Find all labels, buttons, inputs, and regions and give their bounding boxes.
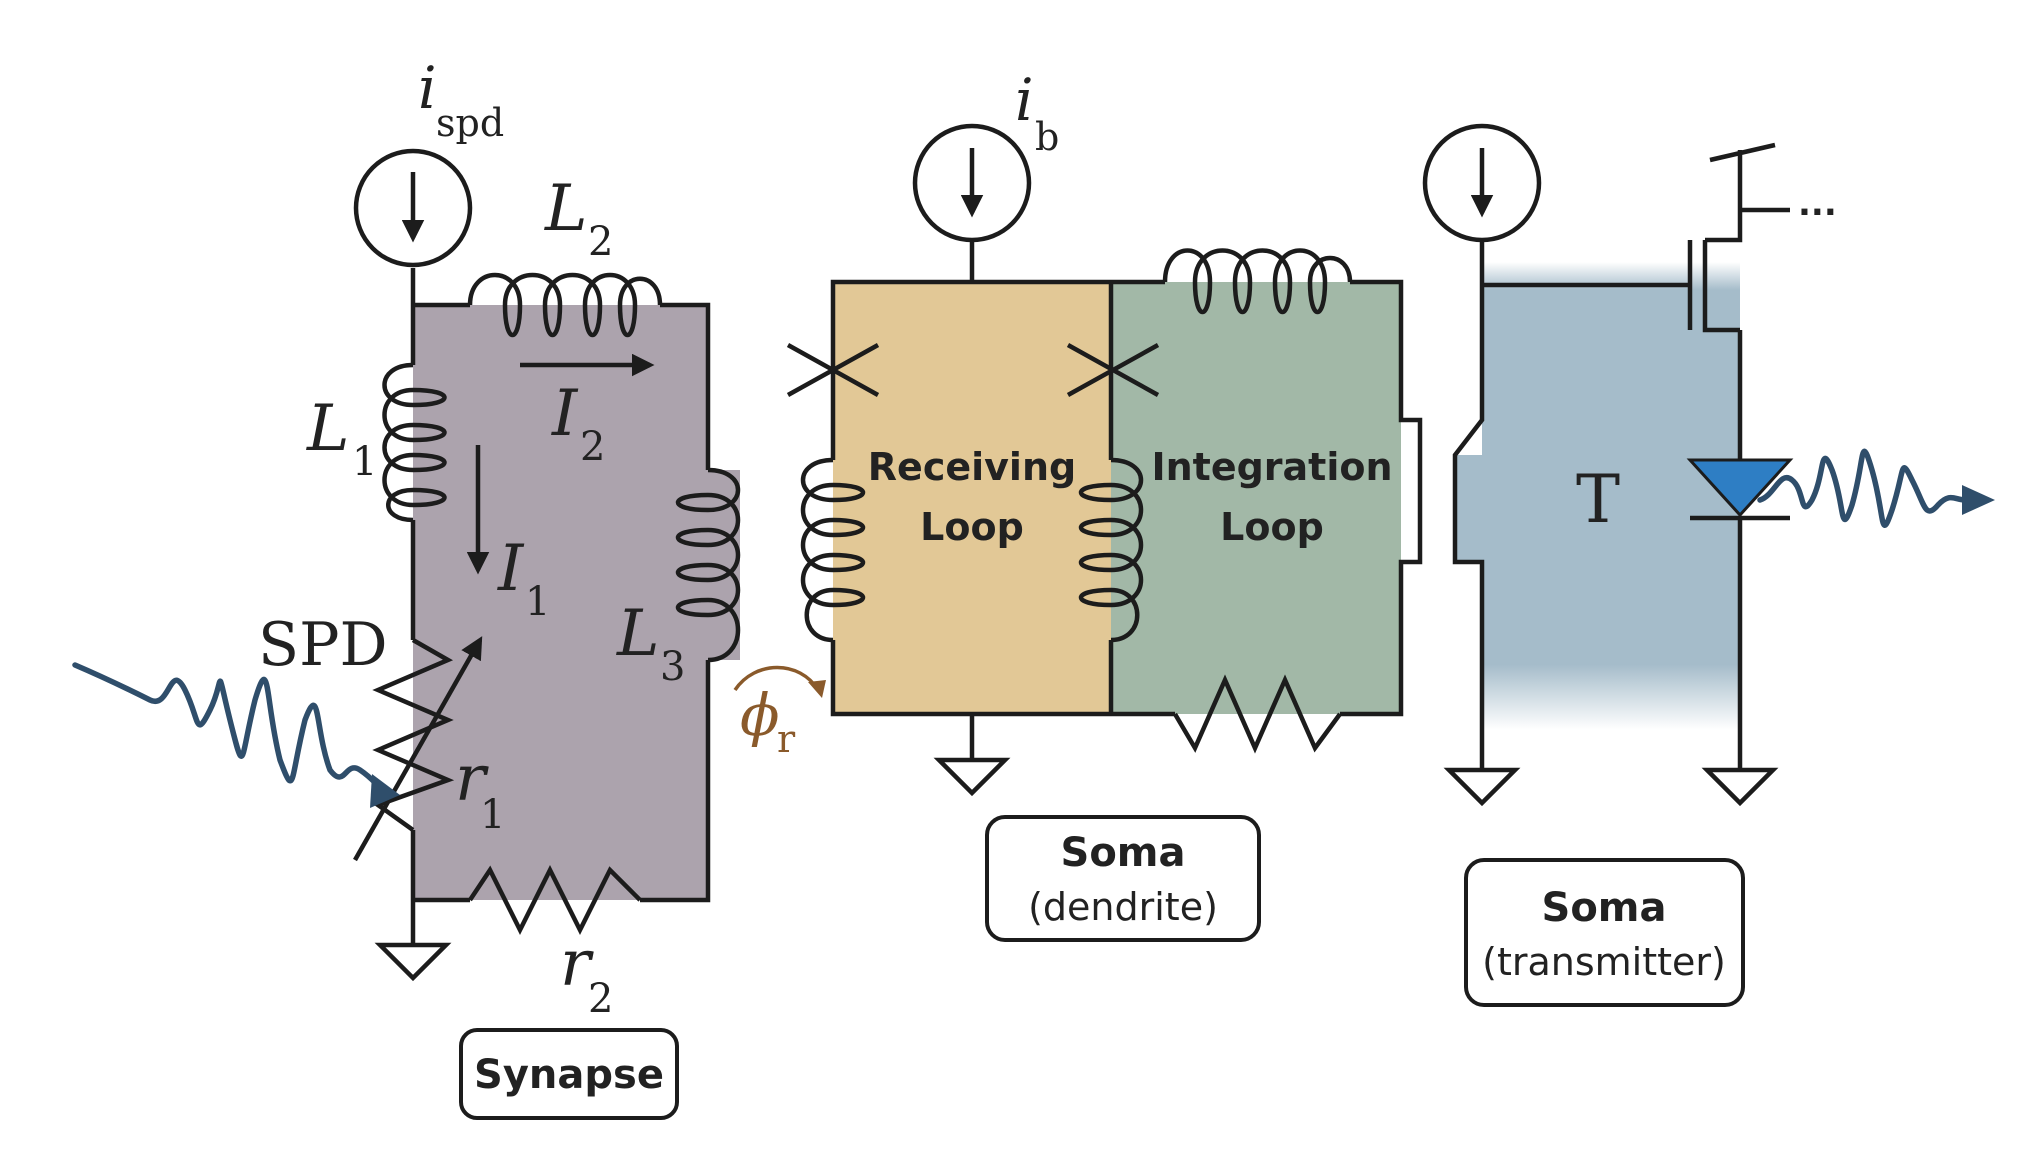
label-ib-sub: b: [1035, 115, 1059, 159]
label-ellipsis: ...: [1798, 184, 1837, 224]
photon-arrowhead-icon: [370, 774, 400, 808]
led-diode-icon: [1686, 458, 1794, 518]
resistor-r2: [468, 864, 642, 936]
synapse-box-title: Synapse: [474, 1052, 664, 1098]
label-receiving-loop-2: Loop: [920, 505, 1024, 549]
receiving-loop-fill: [833, 282, 1111, 714]
resistor-integration: [1173, 674, 1342, 754]
label-ispd: i: [418, 54, 437, 122]
soma-dendrite-box: Soma (dendrite): [985, 815, 1261, 942]
label-L2: L: [544, 172, 588, 246]
label-L2-sub: 2: [588, 219, 613, 265]
label-L3-sub: 3: [660, 644, 685, 690]
inductor-L1: [382, 362, 447, 523]
synapse-wiring: [410, 268, 711, 945]
soma-dendrite-region: i b Receiving Loop Integration Loop: [786, 66, 1423, 797]
synapse-fill: [413, 305, 740, 900]
inductor-L3: [675, 467, 741, 663]
inductor-receiving: [800, 457, 866, 643]
synapse-region: i spd L 2 L 1 I 2 I 1 L 3 SPD r 1 r 2: [72, 54, 741, 1022]
incoming-photon-icon: [72, 662, 388, 793]
label-T: T: [1576, 461, 1620, 538]
integration-loop-fill: [1111, 282, 1401, 714]
label-r1: r: [455, 742, 489, 816]
label-ispd-sub: spd: [436, 101, 504, 145]
label-phi-r: ϕ: [740, 681, 780, 749]
label-I2: I: [551, 377, 579, 451]
label-SPD: SPD: [258, 610, 388, 680]
soma-transmitter-region: T ...: [1422, 123, 1995, 807]
synapse-box: Synapse: [459, 1028, 679, 1120]
label-r2: r: [560, 927, 594, 1001]
label-r2-sub: 2: [588, 976, 613, 1022]
ground-dendrite-icon: [933, 757, 1011, 797]
label-integration-loop-2: Loop: [1220, 505, 1324, 549]
josephson-junction-receiving-icon: [786, 343, 880, 397]
soma-dendrite-box-title: Soma: [1061, 830, 1186, 876]
transmitter-wiring: [1452, 142, 1790, 770]
soma-dendrite-box-sub: (dendrite): [1028, 885, 1218, 929]
label-I1-sub: 1: [525, 579, 550, 625]
inductor-integration-top: [1162, 248, 1353, 315]
emitted-photon-icon: [1757, 448, 1978, 528]
label-I1: I: [497, 532, 525, 606]
soma-transmitter-box-sub: (transmitter): [1482, 940, 1726, 984]
flux-arrowhead-icon: [808, 680, 826, 698]
label-integration-loop-1: Integration: [1151, 445, 1392, 489]
emitted-photon-arrowhead-icon: [1962, 485, 1995, 515]
variable-arrow-icon: [353, 636, 483, 862]
soma-transmitter-box: Soma (transmitter): [1464, 858, 1745, 1007]
label-ib: i: [1015, 66, 1034, 134]
inductor-integration-left: [1078, 457, 1144, 643]
ground-transmitter-right-icon: [1701, 767, 1779, 807]
soma-transmitter-box-title: Soma: [1542, 885, 1667, 931]
label-r1-sub: 1: [480, 792, 505, 838]
label-L3: L: [616, 597, 660, 671]
label-L1: L: [306, 392, 350, 466]
label-L1-sub: 1: [352, 439, 377, 485]
transmitter-fill: [1455, 262, 1740, 730]
inductor-L2: [467, 272, 663, 338]
flux-coupling-arrow-icon: [733, 665, 820, 692]
label-I2-sub: 2: [580, 424, 605, 470]
ground-transmitter-left-icon: [1443, 767, 1521, 807]
josephson-junction-integration-icon: [1066, 343, 1160, 397]
label-phi-r-sub: r: [777, 717, 796, 761]
label-receiving-loop-1: Receiving: [868, 445, 1076, 489]
ground-synapse-icon: [374, 942, 452, 982]
